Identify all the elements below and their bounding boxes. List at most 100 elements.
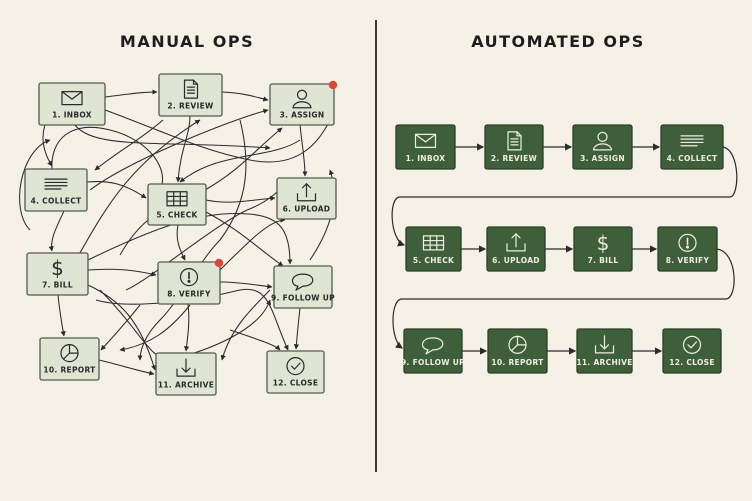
node-verify-automated: 8. VERIFY: [657, 226, 718, 272]
node-label: 2. REVIEW: [491, 154, 538, 163]
person-icon: [592, 131, 613, 151]
manual-connector-17: [293, 307, 301, 350]
node-followup-manual: 9. FOLLOW UP: [271, 265, 335, 309]
node-close-automated: 12. CLOSE: [662, 328, 722, 374]
node-inbox-automated: 1. INBOX: [395, 124, 456, 170]
manual-connector-36: [19, 139, 51, 231]
alert-dot: [214, 258, 224, 268]
manual-connector-5: [42, 124, 53, 167]
svg-text:$: $: [51, 256, 64, 280]
manual-ops-title: MANUAL OPS: [119, 32, 255, 51]
manual-connector-16: [183, 303, 190, 352]
exclamation-icon: [179, 268, 199, 287]
node-box: [147, 183, 207, 226]
node-box: [273, 265, 333, 309]
dollar-icon: $: [597, 231, 610, 255]
manual-connector-20: [104, 109, 331, 163]
pie-chart-icon: [60, 344, 79, 363]
manual-connector-13: [87, 268, 157, 277]
node-assign-automated: 3. ASSIGN: [572, 124, 633, 170]
node-label: 4. COLLECT: [31, 196, 82, 205]
manual-connector-9: [48, 210, 65, 252]
node-box: [573, 226, 633, 272]
node-box: [24, 168, 88, 212]
manual-connector-37: [100, 304, 141, 351]
manual-connector-30: [95, 288, 289, 351]
automated-ops-title: AUTOMATED OPS: [471, 32, 645, 51]
manual-connector-28: [229, 329, 281, 351]
svg-text:$: $: [597, 231, 610, 255]
node-label: 11. ARCHIVE: [158, 380, 214, 389]
manual-connector-31: [204, 127, 283, 191]
node-archive-manual: 11. ARCHIVE: [155, 352, 217, 396]
manual-connector-21: [89, 108, 269, 191]
node-review-manual: 2. REVIEW: [158, 73, 223, 117]
person-icon: [292, 89, 312, 109]
node-review-automated: 2. REVIEW: [484, 124, 544, 170]
node-label: 2. REVIEW: [167, 101, 214, 110]
exclamation-icon: [678, 233, 697, 252]
node-label: 5. CHECK: [156, 211, 198, 220]
node-box: [576, 328, 633, 374]
node-collect-manual: 4. COLLECT: [24, 168, 88, 212]
node-label: 10. REPORT: [491, 358, 544, 367]
node-box: [486, 226, 546, 272]
manual-connector-1: [104, 89, 158, 98]
node-box: [38, 82, 106, 126]
node-label: 7. BILL: [42, 280, 73, 289]
node-box: [657, 226, 718, 272]
node-label: 8. VERIFY: [666, 256, 710, 265]
node-box: [39, 337, 100, 381]
node-report-automated: 10. REPORT: [487, 328, 548, 374]
node-box: [484, 124, 544, 170]
speech-bubble-icon: [422, 337, 444, 355]
node-box: [269, 83, 335, 126]
node-close-manual: 12. CLOSE: [266, 350, 325, 394]
document-icon: [183, 79, 199, 99]
node-upload-manual: 6. UPLOAD: [276, 177, 337, 220]
speech-bubble-icon: [292, 273, 314, 291]
node-label: 11. ARCHIVE: [576, 358, 632, 367]
node-label: 9. FOLLOW UP: [271, 293, 335, 302]
manual-connector-22: [87, 212, 293, 265]
upload-icon: [296, 183, 317, 202]
manual-connector-35: [220, 289, 271, 361]
node-inbox-manual: 1. INBOX: [38, 82, 106, 126]
manual-connector-15: [57, 294, 66, 337]
table-icon: [422, 235, 445, 251]
node-followup-automated: 9. FOLLOW UP: [401, 328, 465, 374]
manual-connector-19: [69, 119, 201, 271]
lines-icon: [680, 135, 704, 147]
node-archive-automated: 11. ARCHIVE: [576, 328, 633, 374]
manual-tangled-connections: [19, 89, 335, 376]
manual-connector-2: [221, 91, 269, 102]
manual-nodes: 1. INBOX 2. REVIEW 3. ASSIGN 4. COLLECT 5. C…: [24, 73, 338, 396]
node-label: 6. UPLOAD: [492, 256, 540, 265]
node-box: [660, 124, 724, 170]
node-report-manual: 10. REPORT: [39, 337, 100, 381]
automated-connector-8: [392, 248, 735, 349]
node-box: [662, 328, 722, 374]
manual-connector-6: [86, 181, 147, 199]
node-bill-manual: $7. BILL: [26, 252, 89, 296]
node-label: 3. ASSIGN: [580, 154, 625, 163]
manual-connector-4: [299, 124, 308, 177]
node-label: 10. REPORT: [43, 365, 96, 374]
node-label: 12. CLOSE: [669, 358, 715, 367]
node-box: [487, 328, 548, 374]
node-box: [403, 328, 463, 374]
node-label: 5. CHECK: [413, 256, 455, 265]
manual-connector-11: [205, 211, 284, 267]
manual-connector-34: [119, 304, 191, 352]
pie-chart-icon: [508, 335, 527, 354]
alert-dot: [328, 80, 338, 90]
table-icon: [166, 191, 188, 207]
node-assign-manual: 3. ASSIGN: [269, 80, 338, 126]
manual-connector-32: [94, 119, 164, 171]
node-box: [266, 350, 325, 394]
manual-connector-26: [87, 284, 157, 371]
node-box: [158, 73, 223, 117]
node-box: [155, 352, 217, 396]
node-label: 4. COLLECT: [667, 154, 718, 163]
